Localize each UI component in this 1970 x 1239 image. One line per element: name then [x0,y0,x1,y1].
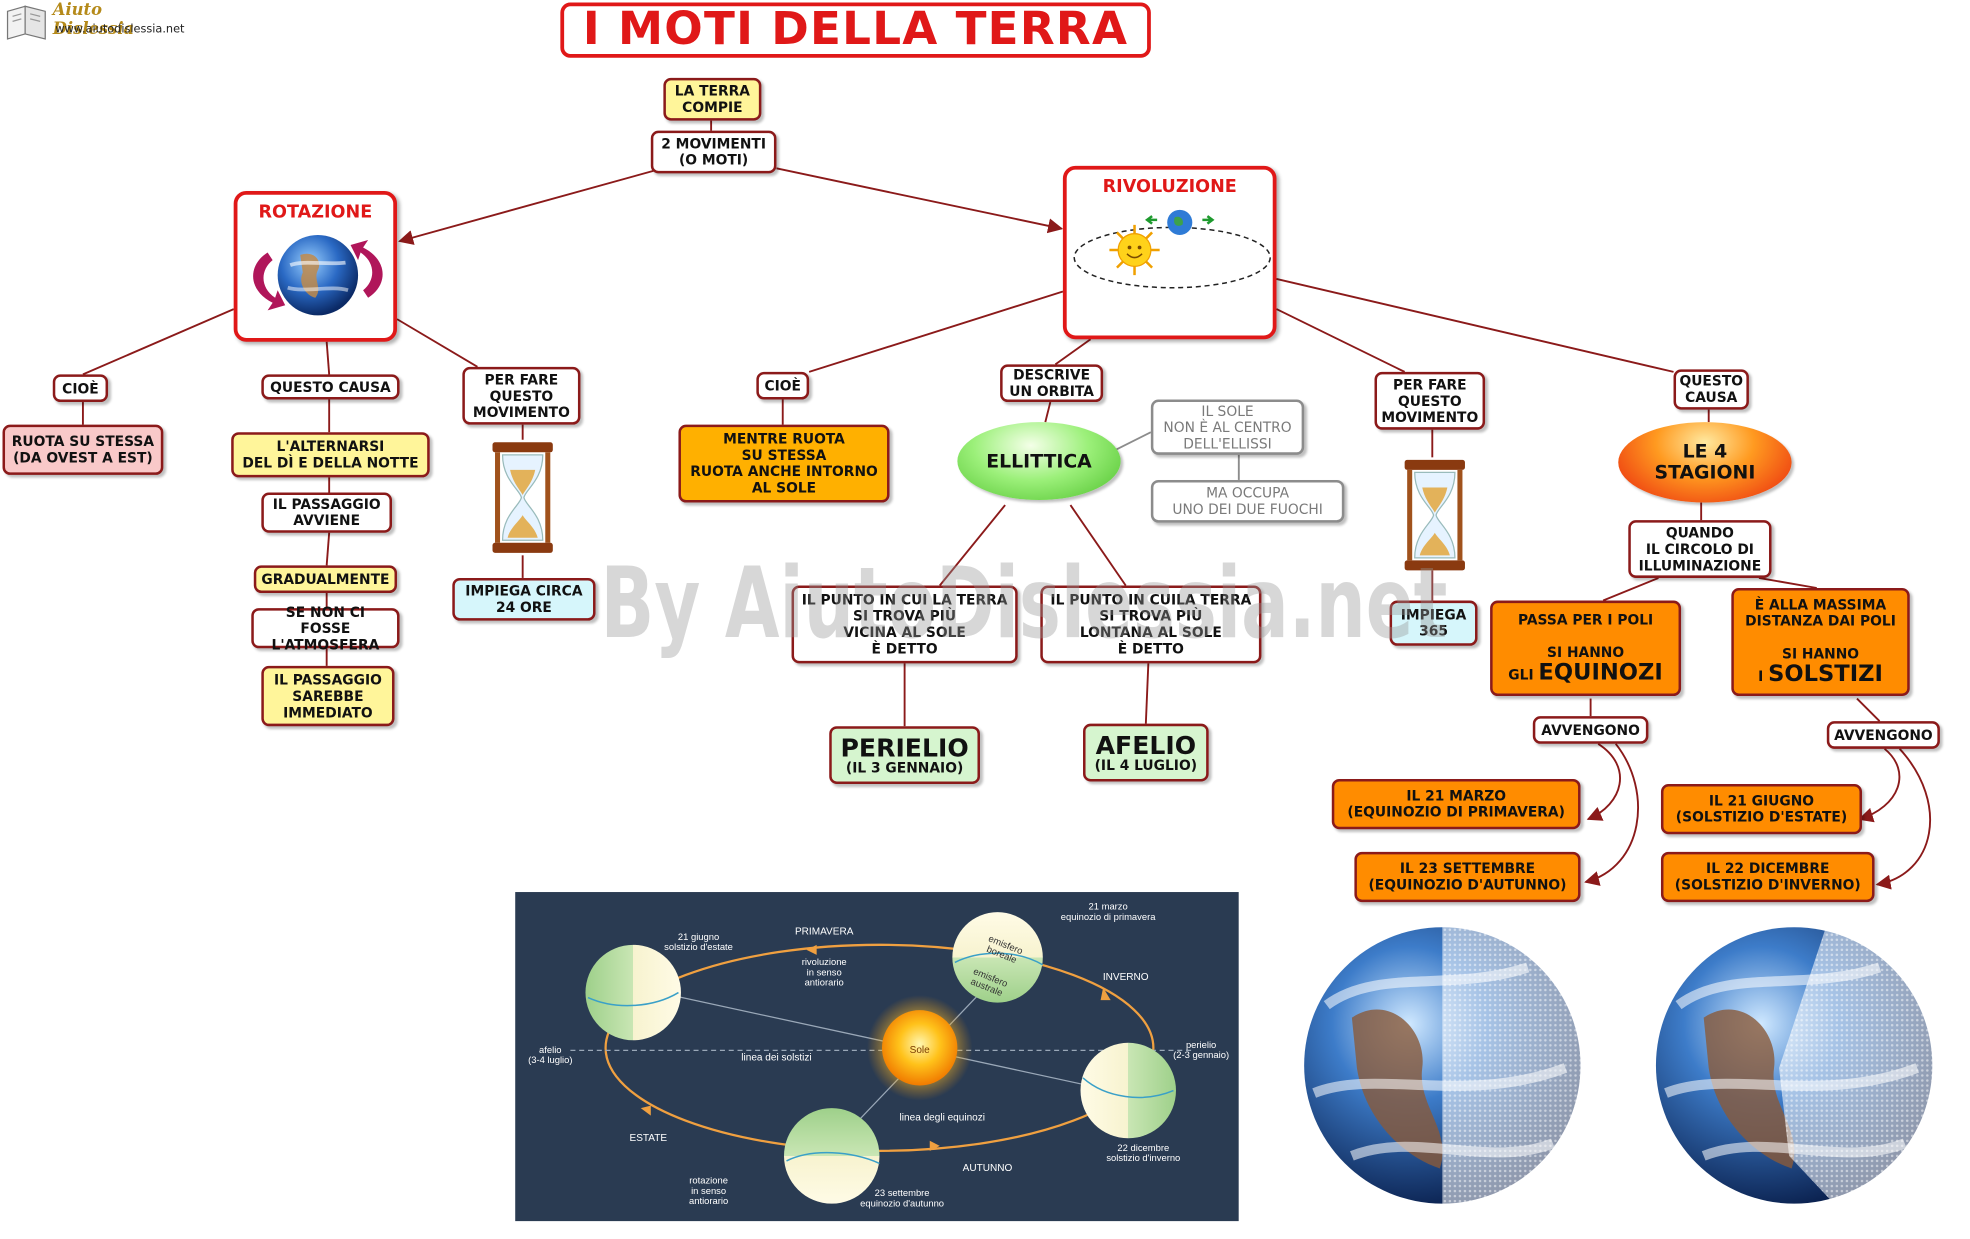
logo-name: Aiuto Dislessia [52,1,135,39]
node-mentre-ruota: MENTRE RUOTA SU STESSA RUOTA ANCHE INTOR… [678,424,890,503]
node-per-fare-rivoluzione: PER FARE QUESTO MOVIMENTO [1374,371,1486,430]
node-alternarsi: L'ALTERNARSI DEL DÌ E DELLA NOTTE [231,432,430,478]
orbit-label-sole: Sole [910,1045,931,1056]
node-la-terra: LA TERRA COMPIE [663,77,762,121]
rotazione-label: ROTAZIONE [258,202,373,223]
node-perielio: PERIELIO (IL 3 GENNAIO) [829,726,980,784]
node-occupa: MA OCCUPA UNO DEI DUE FUOCHI [1150,479,1345,523]
orbit-label-solstizi: linea dei solstizi [741,1052,811,1063]
perielio-label: PERIELIO [840,731,969,763]
orbit-label-equinozi: linea degli equinozi [900,1113,985,1124]
node-questo-causa: QUESTO CAUSA [261,374,400,400]
logo-url: www.aiutodislessia.net [55,23,185,37]
node-immediato: IL PASSAGGIO SAREBBE IMMEDIATO [261,665,395,727]
node-quando: QUANDO IL CIRCOLO DI ILLUMINAZIONE [1628,520,1772,578]
node-afelio: AFELIO (IL 4 LUGLIO) [1083,723,1209,782]
perielio-date: (IL 3 GENNAIO) [845,759,964,776]
equinozi-label: EQUINOZI [1538,658,1663,686]
logo: Aiuto Dislessia www.aiutodislessia.net [3,1,184,41]
afelio-date: (IL 4 LUGLIO) [1094,756,1198,774]
equinozi-line: GLI EQUINOZI [1508,660,1663,685]
book-icon [6,5,46,40]
massima-text: È ALLA MASSIMA DISTANZA DAI POLI SI HANN… [1745,596,1896,663]
orbit-diagram: PRIMAVERA INVERNO ESTATE AUTUNNO Sole li… [515,892,1239,1222]
earth-solstice-image [1655,917,1968,1239]
node-descrive: DESCRIVE UN ORBITA [1000,364,1104,403]
orbit-label-autunno: AUTUNNO [963,1163,1013,1174]
node-rivoluzione: RIVOLUZIONE [1062,165,1277,340]
node-avvengono-1: AVVENGONO [1532,716,1649,744]
node-cioe-rivoluzione: CIOÈ [756,371,810,400]
node-gradualmente: GRADUALMENTE [253,565,398,594]
node-due-movimenti: 2 MOVIMENTI (O MOTI) [650,130,777,174]
node-punto-vicina: IL PUNTO IN CUI LA TERRA SI TROVA PIÙ VI… [791,585,1018,664]
hourglass-icon [492,442,553,553]
watermark: By AiutoDislessia.net [600,547,1448,661]
node-massima: È ALLA MASSIMA DISTANZA DAI POLI SI HANN… [1731,587,1910,697]
node-questo-causa-2: QUESTO CAUSA [1673,369,1749,410]
hourglass-icon-2 [1404,459,1465,571]
node-impiega-24: IMPIEGA CIRCA 24 ORE [452,577,596,621]
solstizi-line: I SOLSTIZI [1758,660,1883,688]
passa-poli-text: PASSA PER I POLI SI HANNO [1517,611,1654,661]
earth-equinox-image [1304,917,1594,1214]
node-avvengono-2: AVVENGONO [1826,721,1940,749]
node-stagioni: LE 4 STAGIONI [1618,422,1792,503]
orbit-label-inverno: INVERNO [1103,972,1149,983]
orbit-label-estate: ESTATE [630,1133,668,1144]
node-per-fare-rotazione: PER FARE QUESTO MOVIMENTO [462,366,581,425]
rotating-earth-icon [253,234,383,316]
node-cioe-rotazione: CIOÈ [52,374,109,403]
node-rotazione: ROTAZIONE [233,190,398,342]
node-giugno: IL 21 GIUGNO (SOLSTIZIO D'ESTATE) [1660,783,1862,835]
gli-label: GLI [1508,666,1534,683]
node-ellittica: ELLITTICA [957,422,1121,501]
rivoluzione-label: RIVOLUZIONE [1102,177,1237,198]
node-passaggio: IL PASSAGGIO AVVIENE [261,492,392,533]
node-ruota-stessa: RUOTA SU STESSA (DA OVEST A EST) [2,424,164,475]
node-sole-non: IL SOLE NON È AL CENTRO DELL'ELLISSI [1150,399,1305,455]
node-punto-lontana: IL PUNTO IN CUILA TERRA SI TROVA PIÙ LON… [1040,585,1262,664]
i-label: I [1758,668,1764,685]
node-passa-poli: PASSA PER I POLI SI HANNO GLI EQUINOZI [1490,600,1682,697]
node-marzo: IL 21 MARZO (EQUINOZIO DI PRIMAVERA) [1331,778,1581,830]
node-impiega-365: IMPIEGA 365 [1389,600,1478,646]
node-se-non: SE NON CI FOSSE L'ATMOSFERA [251,604,400,653]
node-dicembre: IL 22 DICEMBRE (SOLSTIZIO D'INVERNO) [1660,851,1875,903]
page-title: I MOTI DELLA TERRA [560,2,1151,58]
orbit-label-primavera: PRIMAVERA [795,927,854,938]
orbit-afelio: afelio(3-4 luglio) [528,1044,572,1065]
sun-orbit-icon [1073,209,1271,289]
afelio-label: AFELIO [1095,729,1197,760]
solstizi-label: SOLSTIZI [1768,660,1883,688]
orbit-perielio: perielio(2-3 gennaio) [1173,1039,1229,1060]
node-settembre: IL 23 SETTEMBRE (EQUINOZIO D'AUTUNNO) [1354,851,1581,903]
